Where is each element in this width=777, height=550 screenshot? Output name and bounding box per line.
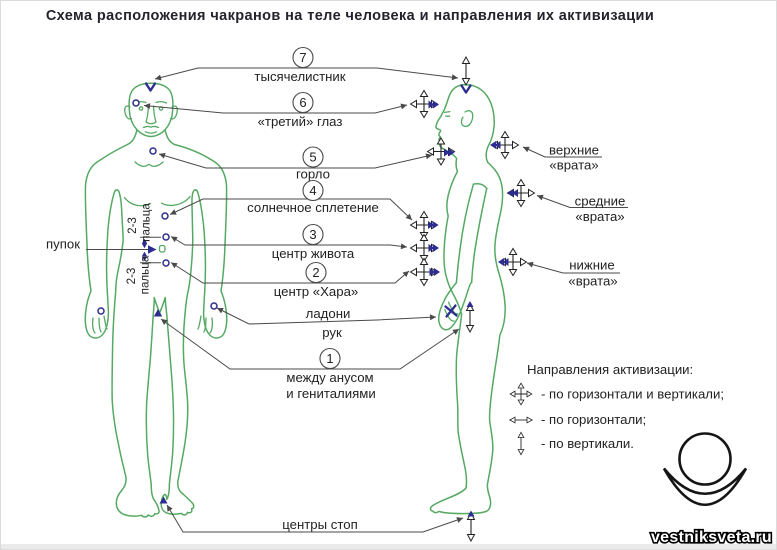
crown-arrow-front: [144, 82, 157, 92]
left-palm-marker: [97, 307, 105, 315]
chakra-5-number: 5: [309, 150, 316, 165]
legend-vertical-arrows-icon: [517, 431, 525, 456]
line-upper-gates: [522, 146, 602, 158]
lower-gates-line1: нижние: [569, 258, 614, 273]
legend: Направления активизации: - по горизонтал…: [509, 362, 724, 456]
fingers-below-num: 2-3: [125, 268, 138, 285]
palms-label-line2: рук: [322, 325, 342, 340]
fingers-below-word: пальца: [139, 255, 152, 294]
line-chakra-1: [160, 318, 460, 370]
front-chest: [123, 195, 191, 207]
chakra-5-label: горло: [296, 167, 330, 182]
front-chakra-markers: [97, 82, 218, 504]
watermark: vestniksveta.ru: [651, 529, 772, 546]
legend-item-1: - по горизонтали и вертикали;: [541, 387, 724, 402]
line-chakra-5: [158, 152, 433, 169]
legend-title: Направления активизации:: [527, 362, 693, 377]
legend-item-2: - по горизонтали;: [541, 412, 646, 427]
palm-x-marker: [444, 304, 458, 318]
lower-gates-line2: «врата»: [568, 274, 617, 289]
chakra-1-number: 1: [326, 351, 333, 366]
foot-arrow-front: [159, 496, 168, 504]
side-ear: [460, 110, 474, 128]
crown-arrow-side: [460, 84, 472, 94]
line-middle-gates: [536, 194, 628, 208]
side-eye: [443, 110, 451, 117]
fingers-above-num: 2-3: [126, 217, 139, 234]
connector-lines: [143, 67, 628, 533]
chakra-1-label-line2: и гениталиями: [286, 386, 375, 401]
chakra-7-label: тысячелистник: [254, 69, 345, 84]
chakra-1-label-line1: между анусом: [286, 370, 373, 385]
hand-up-arrow: [466, 301, 474, 307]
side-figure: [429, 83, 506, 515]
front-figure: [84, 82, 228, 518]
chakra-6-label: «третий» глаз: [258, 114, 343, 129]
line-chakra-3: [170, 236, 408, 250]
legend-horizontal-arrows-icon: [509, 416, 533, 424]
legend-item-3: - по вертикали.: [541, 436, 634, 451]
chakra-3-number: 3: [309, 227, 316, 242]
fingers-above-word: пальца: [140, 203, 153, 242]
abdomen-marker: [162, 233, 170, 241]
chakra-3-label: центр живота: [272, 246, 355, 261]
throat-marker: [149, 147, 157, 155]
front-mouth: [142, 125, 160, 134]
gates-labels: верхние «врата» средние «врата» нижние «…: [549, 143, 625, 289]
upper-gates-line2: «врата»: [549, 158, 598, 173]
line-lower-gates: [526, 261, 620, 274]
front-clavicles: [134, 161, 164, 168]
line-chakra-6: [143, 103, 408, 114]
hara-marker: [162, 259, 170, 267]
chakra-7-number: 7: [299, 50, 306, 65]
line-feet: [166, 504, 464, 533]
middle-gates-line2: «врата»: [575, 209, 624, 224]
chakra-4-number: 4: [309, 183, 316, 198]
line-chakra-7: [154, 67, 459, 81]
front-nose: [145, 105, 157, 125]
palms-label-line1: ладони: [306, 306, 351, 321]
side-arm: [455, 182, 488, 284]
chakra-labels: 7 тысячелистник 6 «третий» глаз 5 горло …: [247, 46, 379, 532]
right-palm-marker: [210, 302, 218, 310]
chakra-4-label: солнечное сплетение: [247, 200, 379, 215]
front-neck: [126, 129, 176, 146]
perineum-arrow: [153, 309, 163, 317]
legend-cross-arrows-icon: [509, 382, 533, 406]
front-body: [84, 143, 228, 518]
feet-label: центры стоп: [282, 517, 358, 532]
middle-gates-line1: средние: [575, 194, 626, 209]
foot-up-arrow: [467, 510, 475, 517]
navel-label: пупок: [46, 237, 80, 252]
solar-plexus-marker: [161, 212, 169, 220]
site-logo: [662, 432, 748, 507]
chakra-6-number: 6: [299, 95, 306, 110]
bottom-band: [0, 544, 777, 550]
logo-circle: [678, 432, 732, 486]
front-navel: [158, 244, 166, 253]
side-body: [429, 83, 506, 515]
navel-annotation: пупок 2-3 пальца 2-3 пальца: [46, 203, 161, 294]
side-figure-crosses: [409, 56, 536, 542]
third-eye-marker: [132, 99, 140, 107]
upper-gates-line1: верхние: [549, 143, 599, 158]
line-chakra-4: [169, 198, 413, 221]
chakra-2-number: 2: [312, 265, 319, 280]
front-eyebrows: [134, 100, 168, 104]
page-title: Схема расположения чакранов на теле чело…: [46, 8, 654, 24]
logo-crescent: [662, 467, 748, 507]
front-head: [128, 82, 174, 138]
line-chakra-2: [170, 262, 410, 284]
chakra-2-label: центр «Хара»: [274, 284, 359, 299]
